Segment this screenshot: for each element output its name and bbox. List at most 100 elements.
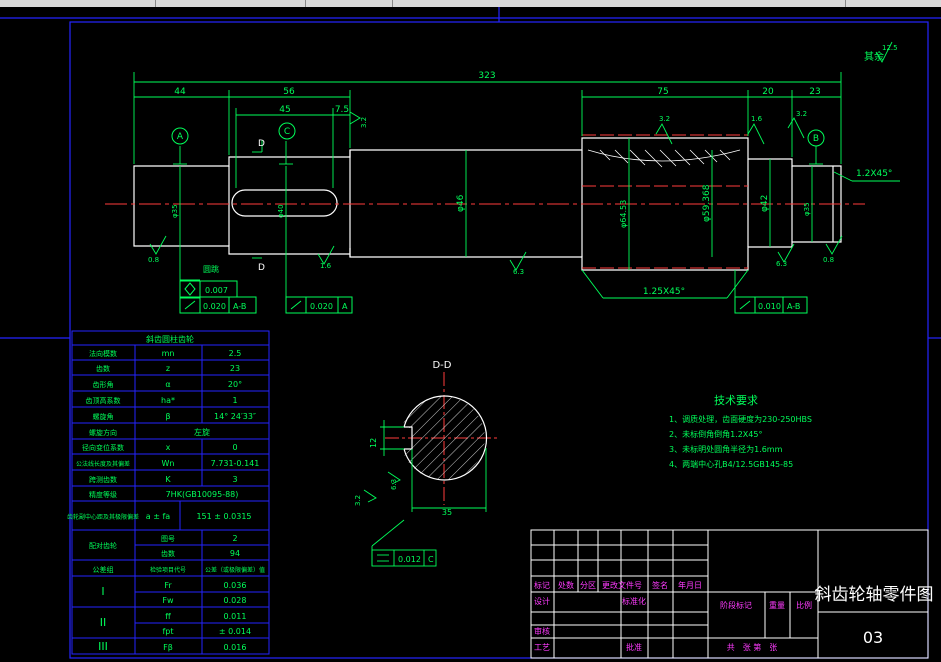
dia-key: φ40 <box>277 204 285 218</box>
gear-row-label: 公法线长度及其偏差 <box>76 460 130 468</box>
group-header-sym: 检验项目代号 <box>150 566 186 574</box>
gear-row-val: 14° 24′33″ <box>214 412 256 421</box>
dia-mid: φ46 <box>456 194 466 212</box>
center-distance-label: 齿轮副中心距及其极限偏差 <box>67 513 139 521</box>
requirements-title: 技术要求 <box>714 394 758 407</box>
dia-right: φ42 <box>760 195 770 212</box>
title-hdr-cell: 分区 <box>580 581 596 590</box>
gear-row-label: 螺旋角 <box>93 412 114 421</box>
dim-45: 45 <box>279 105 290 115</box>
dim-44: 44 <box>174 87 186 97</box>
gear-row-label: 齿顶高系数 <box>86 396 121 405</box>
tol2-datum: A <box>342 302 348 311</box>
section-title: D-D <box>432 360 451 371</box>
requirement-item: 1、调质处理，齿面硬度为230-250HBS <box>669 414 812 424</box>
gear-row-val: 2.5 <box>229 349 242 358</box>
pair-row-val: 2 <box>232 534 237 543</box>
group-row-val: 0.016 <box>224 643 247 652</box>
section-rough-b: 6.3 <box>390 479 398 490</box>
weight-label: 重量 <box>769 600 785 610</box>
section-d-bottom: D <box>258 263 265 273</box>
pair-row-sym: 齿数 <box>161 549 175 558</box>
rough-6-3-b: 6.3 <box>776 260 787 268</box>
title-hdr-cell: 更改文件号 <box>602 580 642 590</box>
rough-1-6: 1.6 <box>751 115 763 123</box>
section-tol-datum: C <box>428 555 434 564</box>
tol3-datum: A-B <box>787 302 800 311</box>
group-row-val: 0.028 <box>224 596 247 605</box>
requirement-item: 2、未标倒角倒角1.2X45° <box>669 429 762 439</box>
rest-roughness-label: 其余 <box>864 50 884 63</box>
gear-row-label: 跨测齿数 <box>89 475 117 484</box>
rough-3-2-b: 3.2 <box>659 115 670 123</box>
drawing-border <box>0 7 941 659</box>
runout-label: 圆跳 <box>203 264 219 274</box>
drawing-number: 03 <box>863 628 883 647</box>
section-dim-width: 12 <box>369 438 378 448</box>
standard-label: 标准化 <box>622 596 646 606</box>
pair-row-val: 94 <box>230 549 240 558</box>
title-hdr-cell: 处数 <box>558 580 574 590</box>
rough-6-3-a: 6.3 <box>513 268 524 276</box>
dia-end: φ35 <box>803 202 811 216</box>
tol3-value: 0.010 <box>758 302 781 311</box>
dim-overall: 323 <box>478 71 495 81</box>
gear-row-label: 螺旋方向 <box>89 428 117 437</box>
dim-56: 56 <box>283 87 295 97</box>
gear-row-label: 径向变位系数 <box>82 443 124 452</box>
design-label: 设计 <box>534 596 550 606</box>
rough-3-2-c: 3.2 <box>796 110 807 118</box>
approve-label: 批准 <box>626 642 642 652</box>
tol1-datum: A-B <box>233 302 246 311</box>
gear-row-val: 7HK(GB10095-88) <box>166 490 239 499</box>
shaft-outline <box>133 137 842 271</box>
title-block: 标记 处数 分区 更改文件号 签名 年月日 设计 标准化 阶段标记 重量 比例 … <box>530 529 934 659</box>
center-distance-sym: a ± fa <box>146 512 171 521</box>
gear-row-val: 0 <box>232 443 237 452</box>
section-view-d-d: D-D 12 <box>354 360 500 567</box>
title-hdr-cell: 标记 <box>534 580 550 590</box>
gear-row-val: 7.731-0.141 <box>211 459 260 468</box>
pair-gear-label: 配对齿轮 <box>89 541 117 550</box>
rough-3-2-a: 3.2 <box>360 117 368 128</box>
title-hdr-cell: 签名 <box>652 580 668 590</box>
group-row-val: 0.036 <box>224 581 247 590</box>
gear-row-sym: mn <box>162 349 175 358</box>
rough-1-6-b: 1.6 <box>320 262 332 270</box>
tolerance-group-name: III <box>98 640 108 653</box>
scale-label: 比例 <box>796 600 812 610</box>
tolerance-group-name: I <box>101 585 104 598</box>
gear-row-label: 齿形角 <box>93 380 114 389</box>
section-rough-a: 3.2 <box>354 495 362 506</box>
group-header-val: 公差（或极限偏差）值 <box>205 566 265 574</box>
datum-label-c: C <box>284 127 290 137</box>
pair-row-sym: 图号 <box>161 535 175 543</box>
gear-row-val: 左旋 <box>194 427 210 437</box>
gear-section-hatch <box>587 149 741 168</box>
dimension-lines <box>133 72 900 299</box>
dimension-texts: 323 44 56 45 7.5 75 20 23 1.2X45° 1.25X4… <box>148 44 898 311</box>
rough-0-8-a: 0.8 <box>148 256 159 264</box>
sheets-label: 共 张 第 张 <box>727 642 778 652</box>
part-name: 斜齿轮轴零件图 <box>815 585 934 605</box>
gear-row-label: 齿数 <box>96 364 110 373</box>
tol1-value: 0.020 <box>203 302 226 311</box>
tol-runout-value: 0.007 <box>205 286 228 295</box>
center-distance-val: 151 ± 0.0315 <box>196 512 251 521</box>
review-label: 审核 <box>534 626 550 636</box>
gear-row-val: 20° <box>228 380 242 389</box>
group-row-sym: fpt <box>162 627 173 636</box>
dia-gear-tip: φ64.53 <box>619 200 628 228</box>
tol2-value: 0.020 <box>310 302 333 311</box>
datum-label-b: B <box>813 134 819 144</box>
rough-0-8-b: 0.8 <box>823 256 834 264</box>
section-d-top: D <box>258 139 265 149</box>
rest-roughness-value: 12.5 <box>882 44 898 52</box>
gear-table-title: 斜齿圆柱齿轮 <box>146 334 194 344</box>
window-top-bar <box>0 0 941 7</box>
group-header-label: 公差组 <box>93 565 114 574</box>
group-row-sym: ff <box>165 612 171 621</box>
tolerance-group-name: II <box>100 616 107 629</box>
cad-drawing-canvas[interactable]: 323 44 56 45 7.5 75 20 23 1.2X45° 1.25X4… <box>0 7 941 662</box>
gear-row-sym: α <box>165 380 170 389</box>
